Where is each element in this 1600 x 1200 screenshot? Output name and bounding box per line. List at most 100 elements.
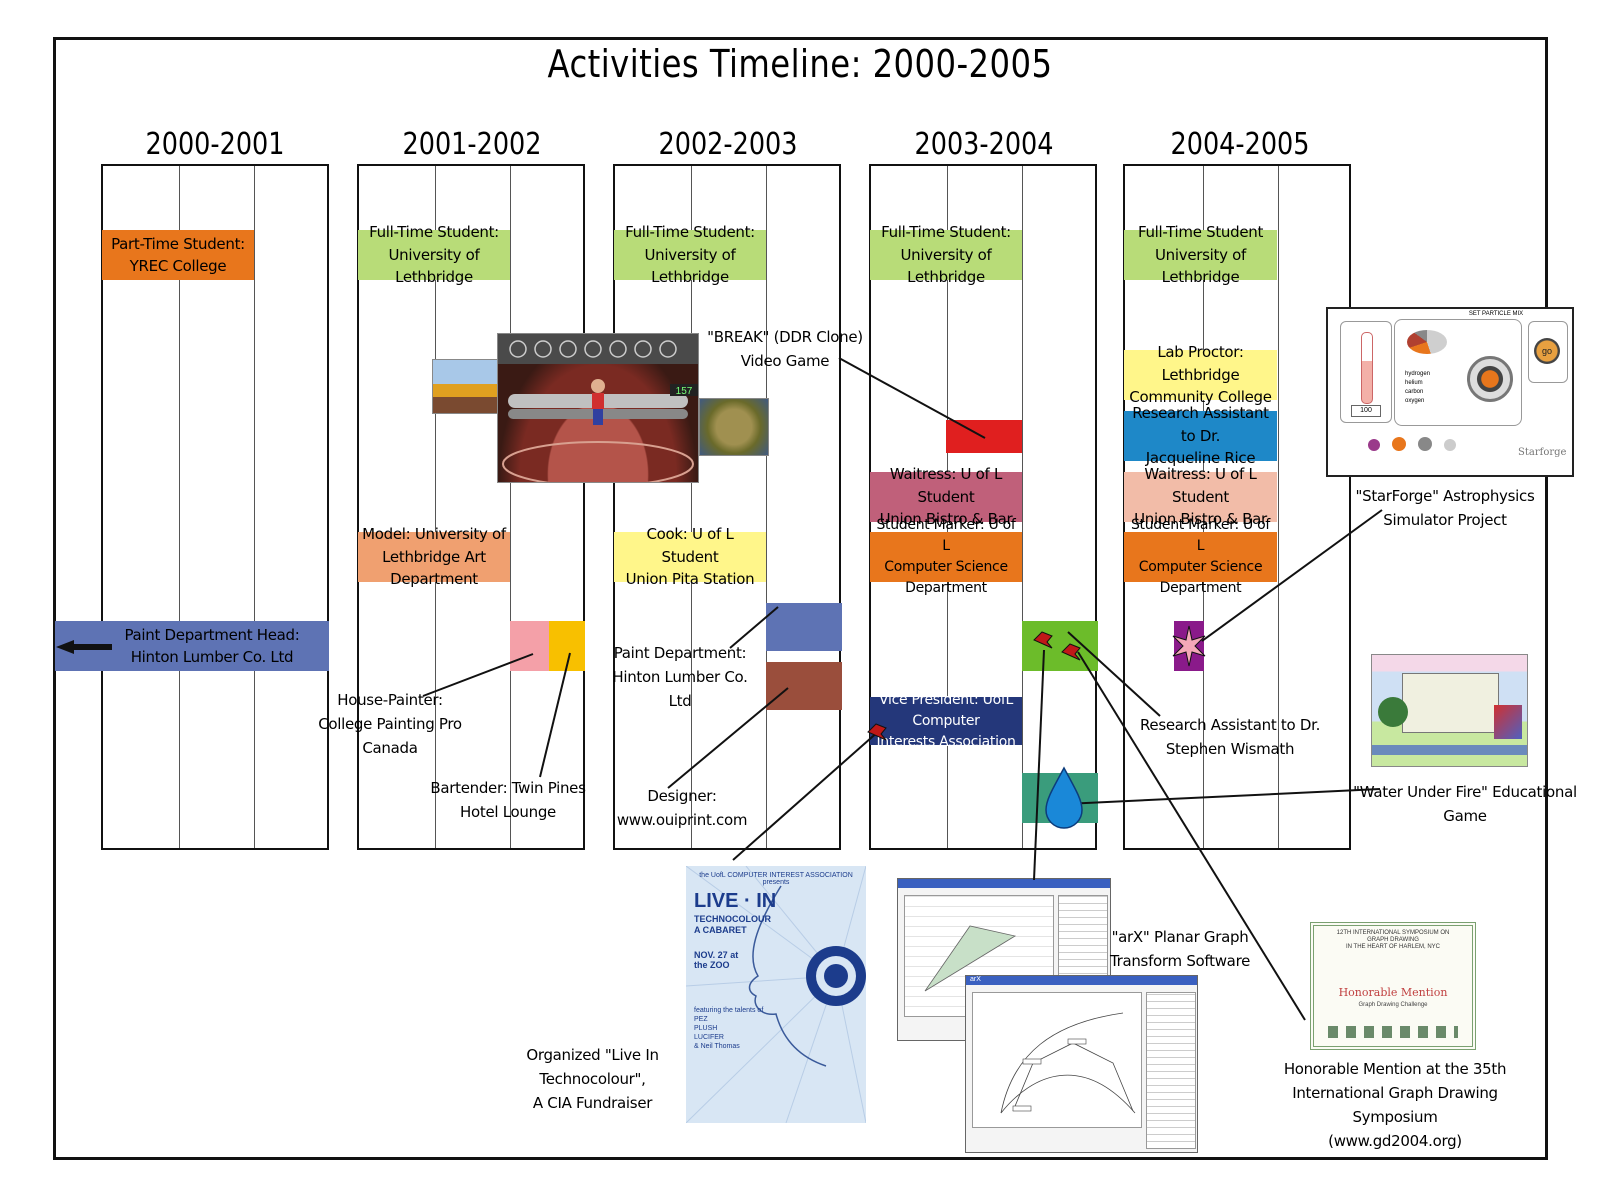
particle-legend: hydrogen helium carbon oxygen (1405, 370, 1430, 406)
sponsor-logos (1328, 1026, 1458, 1038)
activity-part-time-student: Part-Time Student: YREC College (102, 230, 254, 280)
certificate-award: Honorable Mention (1338, 986, 1448, 999)
window-titlebar (898, 879, 1110, 888)
label-house-painter: House-Painter: College Painting Pro Cana… (318, 691, 462, 757)
starforge-screenshot: SET PARTICLE MIX 100 hydrogen helium car… (1326, 307, 1574, 477)
certificate-sub: Graph Drawing Challenge (1358, 1002, 1428, 1008)
activity-label: Student Marker: U of L Computer Science … (1130, 517, 1271, 596)
label-bartender: Bartender: Twin Pines Hotel Lounge (430, 779, 586, 821)
activity-label: Part-Time Student: YREC College (111, 234, 245, 276)
activity-label: Cook: U of L Student Union Pita Station (625, 525, 755, 589)
activity-label: Paint Department Head: Hinton Lumber Co.… (124, 625, 300, 667)
label-paint-department: Paint Department: Hinton Lumber Co. Ltd (612, 644, 748, 710)
game-score: 157 (676, 386, 693, 397)
page-title: Activities Timeline: 2000-2005 (547, 42, 1053, 86)
legend-item: hydrogen (1405, 371, 1431, 377)
status-strip (1372, 745, 1527, 755)
sub-divider (179, 166, 180, 848)
activity-student-marker-2003: Student Marker: U of L Computer Science … (870, 517, 1022, 596)
label-designer: Designer: www.ouiprint.com (616, 787, 748, 829)
starforge-logo: Starforge (1518, 447, 1567, 458)
break-game-thumbnail-right (699, 398, 769, 456)
activity-label: Vice President: UofL Computer Interests … (876, 691, 1016, 750)
label-water-under-fire: "Water Under Fire" Educational Game (1353, 783, 1577, 825)
sub-divider (1278, 166, 1279, 848)
label-starforge: "StarForge" Astrophysics Simulator Proje… (1355, 487, 1535, 529)
activity-break-game-bar (946, 420, 1022, 453)
activity-house-painter-bar (510, 621, 549, 671)
tree-icon (1378, 697, 1408, 727)
break-game-screenshot: 157 (497, 333, 699, 483)
activity-designer-bar (766, 662, 842, 710)
activity-label: Research Assistant to Dr. Jacqueline Ric… (1132, 404, 1269, 468)
arx-table (1146, 992, 1196, 1149)
decor-graphic (1494, 705, 1522, 739)
poster-date: NOV. 27 at the ZOO (694, 950, 739, 970)
legend-item: carbon (1405, 389, 1424, 395)
activity-label: Full-Time Student University of Lethbrid… (1137, 223, 1264, 287)
year-label-2000: 2000-2001 (145, 127, 285, 162)
year-label-2001: 2001-2002 (402, 127, 542, 162)
activity-label: Full-Time Student: University of Lethbri… (881, 223, 1011, 287)
sub-divider (691, 166, 692, 848)
activity-water-under-fire-bar (1022, 773, 1098, 823)
activity-paint-dept-bar (766, 603, 842, 651)
legend-item: oxygen (1405, 398, 1425, 404)
poster-header: the UofL COMPUTER INTEREST ASSOCIATION p… (699, 872, 853, 886)
activity-label: Student Marker: U of L Computer Science … (876, 517, 1016, 596)
activity-research-rice: Research Assistant to Dr. Jacqueline Ric… (1124, 404, 1277, 467)
activity-bartender-bar (549, 621, 585, 671)
timeline-frame (53, 37, 1548, 1160)
activity-cook: Cook: U of L Student Union Pita Station (614, 525, 766, 588)
activity-full-time-student-2001: Full-Time Student: University of Lethbri… (358, 223, 510, 286)
poster-title: LIVE · IN (694, 890, 777, 912)
activity-label: Full-Time Student: University of Lethbri… (369, 223, 499, 287)
game-dialog (1402, 673, 1499, 733)
activity-full-time-student-2003: Full-Time Student: University of Lethbri… (870, 223, 1022, 286)
activity-starforge-bar (1174, 621, 1204, 671)
label-arx: "arX" Planar Graph Transform Software (1109, 928, 1251, 970)
arx-screenshot-front: arX (965, 975, 1198, 1153)
window-titlebar: arX (966, 976, 1197, 985)
break-game-thumbnail-left (432, 359, 502, 414)
activity-model: Model: University of Lethbridge Art Depa… (358, 525, 510, 588)
activity-vice-president: Vice President: UofL Computer Interests … (870, 692, 1022, 750)
starforge-heading: SET PARTICLE MIX (1468, 311, 1524, 317)
temperature-panel: 100 (1340, 321, 1392, 423)
label-live-in: Organized "Live In Technocolour", A CIA … (526, 1046, 659, 1112)
arrow-left-icon (56, 640, 112, 654)
year-label-2004: 2004-2005 (1170, 127, 1310, 162)
sub-divider (766, 166, 767, 848)
mix-dial-icon[interactable] (1467, 356, 1513, 402)
water-under-fire-screenshot (1371, 654, 1528, 767)
activity-label: Full-Time Student: University of Lethbri… (625, 223, 755, 287)
label-research-wismath: Research Assistant to Dr. Stephen Wismat… (1139, 716, 1321, 758)
go-button[interactable]: go (1534, 338, 1560, 364)
poster-acts: featuring the talents of PEZ PLUSH LUCIF… (694, 1007, 764, 1050)
activity-label: Waitress: U of L Student Union Bistro & … (879, 465, 1013, 529)
label-honorable-mention: Honorable Mention at the 35th Internatio… (1283, 1060, 1507, 1150)
activity-waitress-2003: Waitress: U of L Student Union Bistro & … (870, 465, 1022, 528)
thermometer-icon (1361, 332, 1373, 404)
temperature-input[interactable]: 100 (1351, 405, 1381, 417)
particle-dot (1444, 439, 1456, 451)
sub-divider (435, 166, 436, 848)
particle-dot (1368, 439, 1380, 451)
sub-divider (1022, 166, 1023, 848)
activity-lab-proctor: Lab Proctor: Lethbridge Community Colleg… (1124, 343, 1277, 406)
label-break-game: "BREAK" (DDR Clone) Video Game (707, 328, 863, 370)
sub-divider (254, 166, 255, 848)
pie-chart-icon (1407, 330, 1447, 354)
year-label-2002: 2002-2003 (658, 127, 798, 162)
particle-mix-panel: hydrogen helium carbon oxygen (1394, 319, 1522, 426)
run-panel: go (1528, 321, 1568, 383)
live-in-poster: the UofL COMPUTER INTEREST ASSOCIATION p… (686, 866, 866, 1123)
arx-canvas (972, 992, 1142, 1128)
particle-dot (1418, 437, 1432, 451)
activity-label: Model: University of Lethbridge Art Depa… (362, 525, 506, 589)
honorable-mention-certificate: 12TH INTERNATIONAL SYMPOSIUM ON GRAPH DR… (1310, 922, 1476, 1050)
activity-full-time-student-2002: Full-Time Student: University of Lethbri… (614, 223, 766, 286)
activity-student-marker-2004: Student Marker: U of L Computer Science … (1124, 517, 1277, 596)
particle-dot (1392, 437, 1406, 451)
activity-label: Lab Proctor: Lethbridge Community Colleg… (1129, 343, 1272, 407)
